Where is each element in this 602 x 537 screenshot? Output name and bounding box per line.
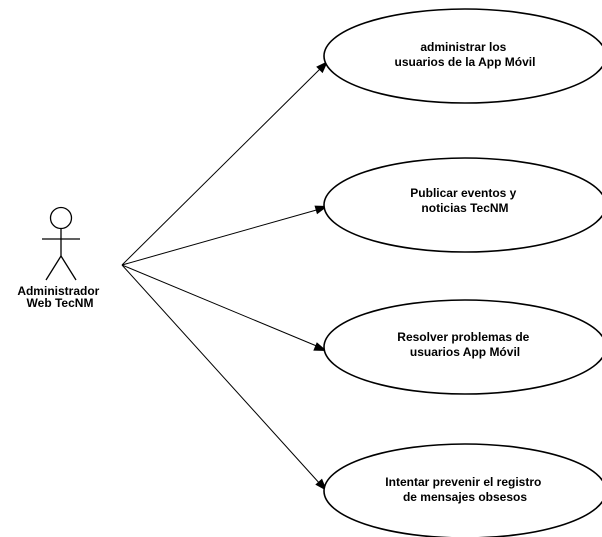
associations [121,61,328,491]
use-case-1[interactable]: administrar los usuarios de la App Móvil [323,8,602,104]
actor-name-line1: Administrador [17,284,99,298]
association-line-4 [121,264,322,486]
actor[interactable]: Administrador Web TecNM [17,206,102,311]
actor-head [49,206,73,230]
actor-label: Administrador Web TecNM [17,284,102,310]
use-case-2-label: Publicar eventos y noticias TecNM [410,186,519,215]
use-case-3[interactable]: Resolver problemas de usuarios App Móvil [323,299,602,395]
use-case-3-line1: Resolver problemas de [397,330,529,344]
actor-left-leg [45,255,62,281]
association-line-3 [121,264,320,348]
actor-name-line2: Web TecNM [27,296,94,310]
association-line-1 [121,66,323,266]
use-case-2-line2: noticias TecNM [421,201,508,215]
use-case-4-line2: de mensajes obsesos [403,490,527,504]
use-case-2-line1: Publicar eventos y [410,186,516,200]
use-case-4-line1: Intentar prevenir el registro [385,475,541,489]
use-case-4-label: Intentar prevenir el registro de mensaje… [385,475,544,504]
use-case-1-line2: usuarios de la App Móvil [395,55,536,69]
use-case-4[interactable]: Intentar prevenir el registro de mensaje… [323,443,602,537]
use-case-2-ellipse[interactable] [323,157,602,253]
association-line-2 [121,208,321,266]
use-case-1-ellipse[interactable] [323,8,602,104]
actor-right-leg [60,255,77,281]
use-case-1-line1: administrar los [420,40,506,54]
use-case-2[interactable]: Publicar eventos y noticias TecNM [323,157,602,253]
use-case-1-label: administrar los usuarios de la App Móvil [395,40,536,69]
use-case-4-ellipse[interactable] [323,443,602,537]
use-case-3-line2: usuarios App Móvil [410,345,520,359]
use-case-3-label: Resolver problemas de usuarios App Móvil [397,330,532,359]
use-case-3-ellipse[interactable] [323,299,602,395]
arrowhead-1 [316,61,328,74]
